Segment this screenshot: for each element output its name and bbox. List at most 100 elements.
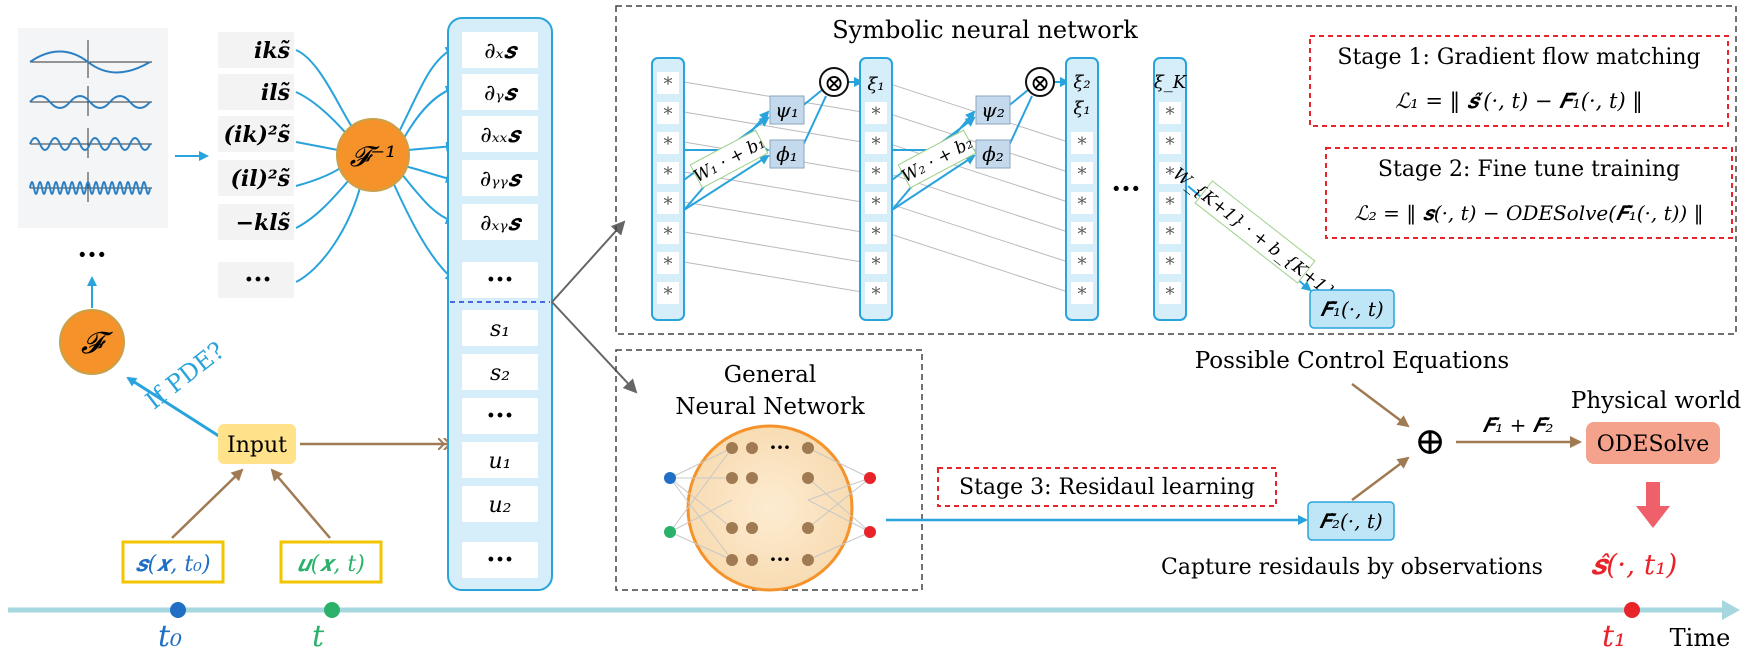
neuron-cell: * [1166,134,1175,155]
t0-marker [170,602,186,618]
stage1-title: Stage 1: Gradient flow matching [1337,45,1700,70]
stage1-formula: ℒ₁ = ‖ 𝒔̂′(·, t) − 𝑭̂₁(·, t) ‖ [1395,89,1643,114]
neuron-cell: * [1166,104,1175,125]
if-pde-arrow [126,376,223,440]
state-feature: ··· [486,545,513,575]
neuron-cell: * [872,284,881,305]
neuron-cell: * [664,224,673,245]
neuron-cell: * [664,74,673,95]
psi2-label: ψ₂ [981,98,1005,122]
sum-label: 𝑭̂₁ + 𝑭̂₂ [1483,413,1554,437]
feature-column: ∂ₓ𝒔 ∂ᵧ𝒔 ∂ₓₓ𝒔 ∂ᵧᵧ𝒔 ∂ₓᵧ𝒔 ··· s₁ s₂ ··· u₁ … [447,17,553,591]
control-input-box [279,540,383,584]
spectral-term: (i𝒍)²𝒔̃ [230,166,290,192]
to-symbolic-arrow [551,220,626,303]
neuron-cell: * [1078,284,1087,305]
neuron-cell: * [1078,194,1087,215]
neuron-cell: * [1078,164,1087,185]
fourier-node [59,309,125,375]
psi1-node [769,95,805,125]
symbolic-title: Symbolic neural network [832,16,1138,44]
neuron-cell: * [872,194,881,215]
state-feature: s₂ [490,361,510,386]
wave-icons [29,40,152,202]
psi2-node [975,95,1011,125]
f1-output-label: 𝑭̂₁(·, t) [1320,297,1383,321]
multiply-label: ⊗ [1030,69,1050,97]
general-nn-title-2: Neural Network [675,394,865,420]
symbolic-hidden-column-1 [859,57,893,321]
to-general-nn-arrow [551,301,638,394]
inverse-fourier-label: 𝓕⁻¹ [350,140,397,173]
stage3-box [937,467,1277,507]
general-nn-panel: General Neural Network ··· ··· [615,349,923,592]
neuron-cell: * [664,194,673,215]
state-input-box [121,540,225,584]
spectral-term: (i𝒌)²𝒔̃ [224,122,290,148]
odesolve-down-arrow [1636,482,1670,528]
derivative-feature: ··· [486,265,513,295]
neuron-cell: * [1166,284,1175,305]
neuron-cell: * [872,224,881,245]
timeline-arrowhead [1722,600,1740,620]
t0-label: t₀ [158,619,182,652]
spectral-term: i𝒍𝒔̃ [261,80,290,106]
odesolve-label: ODESolve [1597,432,1710,457]
sum-node: ⊕ [1414,419,1446,463]
symbolic-network-panel: Symbolic neural network * * * * * * * * [615,5,1737,335]
odesolve-box [1586,422,1720,464]
layer-ellipsis: ··· [1111,172,1140,205]
neuron-cell: * [664,164,673,185]
f2-output-label: 𝑭̂₂(·, t) [1319,509,1382,533]
neuron-cell: * [872,104,881,125]
wave-more: ··· [77,238,106,271]
nn-input-node [664,526,676,538]
stage3-title: Stage 3: Residaul learning [959,475,1255,500]
nn-dots: ··· [770,435,791,459]
neuron-cell: * [664,284,673,305]
neuron-cell: * [1078,134,1087,155]
phi2-label: ϕ₂ [982,142,1004,166]
control-to-input-arrow [270,468,331,539]
f1-output-box [1309,289,1395,329]
w2-label-box [897,129,977,189]
psi1-label: ψ₁ [775,98,799,122]
state-feature: ··· [486,401,513,431]
stage2-formula: ℒ₂ = ‖ 𝒔(·, t) − ODESolve(𝑭̂₁(·, t)) ‖ [1354,201,1703,226]
phi1-node [769,139,805,169]
derivative-feature: ∂ᵧ𝒔 [484,81,519,106]
neuron-cell: * [664,134,673,155]
general-nn-title-1: General [724,362,816,388]
phi1-label: ϕ₁ [776,142,798,166]
stage2-box [1325,147,1733,239]
state-to-input-arrow [171,468,244,539]
possible-equations-label: Possible Control Equations [1195,348,1509,374]
if-pde-label: If PDE? [140,336,230,415]
wave-panel: ··· [18,28,168,271]
input-label: Input [227,433,287,458]
neuron-cell: * [1078,254,1087,275]
derivative-feature: ∂ₓ𝒔 [484,39,518,64]
derivative-feature: ∂ᵧᵧ𝒔 [480,167,523,192]
symbolic-input-column [651,57,685,321]
t-marker [324,602,340,618]
time-axis-label: Time [1670,624,1731,652]
state-feature: u₁ [489,449,512,474]
stage1-box [1309,35,1729,127]
spectral-term: i𝒌𝒔̃ [254,38,290,64]
multiply-node [819,67,849,97]
phi2-node [975,139,1011,169]
neuron-cell: * [664,104,673,125]
neuron-cell: * [1166,194,1175,215]
neuron-cell: * [1166,254,1175,275]
neuron-cell: * [664,254,673,275]
t1-marker [1624,602,1640,618]
neuron-cell: * [872,134,881,155]
nn-dots: ··· [770,547,791,571]
f2-to-sum-arrow [1351,456,1410,501]
spectral-term: −𝒌𝒍𝒔̃ [236,210,290,236]
neuron-cell: * [1166,224,1175,245]
derivative-feature: ∂ₓᵧ𝒔 [480,211,522,236]
xi2-label: ξ₂ [1073,72,1090,93]
